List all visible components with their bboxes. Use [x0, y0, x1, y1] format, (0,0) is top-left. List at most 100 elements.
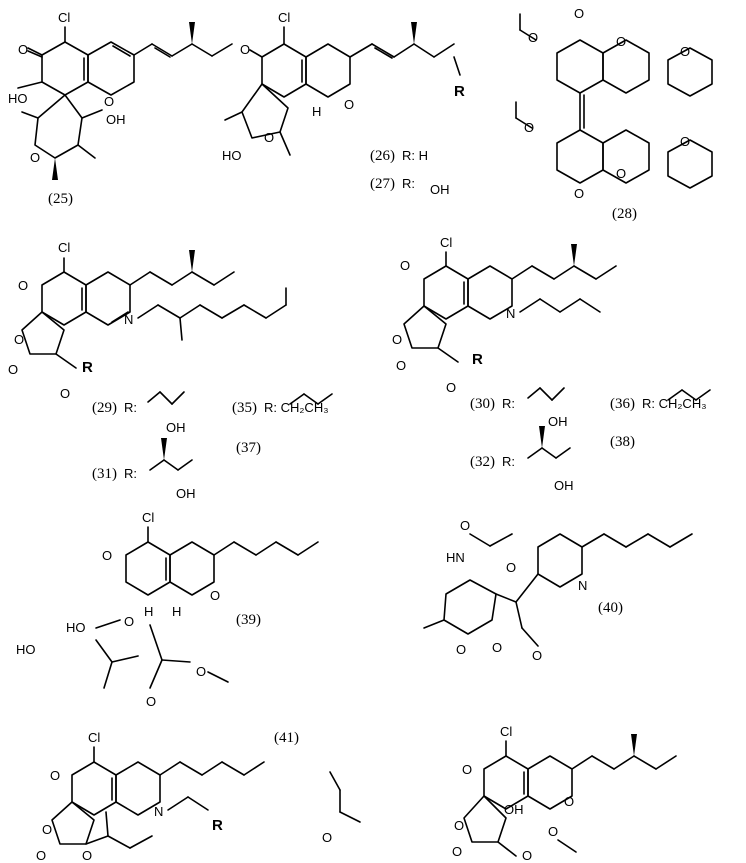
atom-o: O: [524, 120, 534, 135]
structure-26-27: Cl O O R H O HO (26) R: H (27) R: OH: [222, 10, 465, 197]
atom-n: N: [154, 804, 163, 819]
compound-label-34: (36): [610, 396, 635, 412]
r-group-27: R:: [402, 176, 415, 191]
atom-o: O: [264, 130, 274, 145]
atom-o: O: [492, 640, 502, 655]
atom-oh: OH: [106, 112, 126, 127]
atom-o: O: [146, 694, 156, 709]
structure-38: O HN O N O O O (40): [423, 518, 693, 663]
compound-label-35: (37): [236, 440, 261, 456]
r-group-31: R:: [124, 466, 137, 481]
compound-label-33: (35): [232, 400, 257, 416]
atom-o: O: [454, 818, 464, 833]
atom-o: O: [344, 97, 354, 112]
atom-o: O: [8, 362, 18, 377]
structure-39-40: Cl O N R O O O (41) O: [36, 730, 361, 863]
atom-o: O: [210, 588, 220, 603]
structure-30: Cl O N O O O R (30) R: OH (36) R: CH₂CH₃…: [392, 235, 711, 493]
r-group-29: R:: [124, 400, 137, 415]
atom-o: O: [102, 548, 112, 563]
atom-o: O: [532, 648, 542, 663]
compound-label-26: (26): [370, 148, 395, 164]
atom-cl: Cl: [278, 10, 290, 25]
atom-cl: Cl: [58, 240, 70, 255]
r-group-29-oh: OH: [166, 420, 186, 435]
atom-o: O: [616, 34, 626, 49]
r-group-34: R: CH₂CH₃: [642, 396, 707, 411]
atom-o: O: [522, 848, 532, 863]
r-group-26: R: H: [402, 148, 428, 163]
r-group-symbol: R: [212, 817, 223, 834]
r-group-symbol: R: [454, 83, 465, 100]
atom-ho: HO: [222, 148, 242, 163]
r-group-30: R:: [502, 396, 515, 411]
atom-o: O: [456, 642, 466, 657]
atom-cl: Cl: [58, 10, 70, 25]
r-group-27-oh: OH: [430, 182, 450, 197]
atom-o: O: [574, 186, 584, 201]
atom-ho: HO: [16, 642, 36, 657]
atom-o: O: [574, 6, 584, 21]
r-group-symbol: R: [82, 359, 93, 376]
atom-o: O: [446, 380, 456, 395]
structure-37: Cl O O O H H HO HO O O (39): [16, 510, 319, 709]
atom-o: O: [18, 278, 28, 293]
structure-28: O O O O O O O O (28): [515, 6, 713, 222]
atom-n: N: [506, 306, 515, 321]
atom-ho: HO: [8, 91, 28, 106]
compound-label-39: (41): [274, 730, 299, 746]
r-group-32-oh: OH: [554, 478, 574, 493]
atom-cl: Cl: [142, 510, 154, 525]
compound-label-37: (39): [236, 612, 261, 628]
atom-cl: Cl: [440, 235, 452, 250]
atom-n: N: [124, 312, 133, 327]
atom-o: O: [42, 822, 52, 837]
atom-n: N: [578, 578, 587, 593]
atom-o: O: [460, 518, 470, 533]
structure-41: Cl O O OH O O O O: [452, 724, 677, 863]
atom-o: O: [14, 332, 24, 347]
atom-o: O: [322, 830, 332, 845]
compound-label-27: (27): [370, 176, 395, 192]
structure-25: Cl O O HO OH O (25): [8, 10, 233, 207]
r-group-32: R:: [502, 454, 515, 469]
atom-o: O: [564, 794, 574, 809]
compound-label-30: (30): [470, 396, 495, 412]
atom-o: O: [50, 768, 60, 783]
compound-label-31: (31): [92, 466, 117, 482]
compound-label-36: (38): [610, 434, 635, 450]
atom-hn: HN: [446, 550, 465, 565]
atom-h: H: [172, 604, 181, 619]
atom-o: O: [196, 664, 206, 679]
compound-label-29: (29): [92, 400, 117, 416]
atom-o: O: [60, 386, 70, 401]
r-group-33: R: CH₂CH₃: [264, 400, 329, 415]
atom-o: O: [548, 824, 558, 839]
compound-label-25: (25): [48, 191, 73, 207]
atom-o: O: [36, 848, 46, 863]
compound-label-38: (40): [598, 600, 623, 616]
r-group-30-oh: OH: [548, 414, 568, 429]
atom-o: O: [400, 258, 410, 273]
atom-o: O: [30, 150, 40, 165]
r-group-symbol: R: [472, 351, 483, 368]
atom-o: O: [396, 358, 406, 373]
atom-o: O: [680, 134, 690, 149]
atom-o: O: [104, 94, 114, 109]
atom-o: O: [240, 42, 250, 57]
compound-label-28: (28): [612, 206, 637, 222]
atom-ho: HO: [66, 620, 86, 635]
atom-h: H: [144, 604, 153, 619]
atom-o: O: [616, 166, 626, 181]
atom-cl: Cl: [500, 724, 512, 739]
compound-label-32: (32): [470, 454, 495, 470]
atom-cl: Cl: [88, 730, 100, 745]
atom-o: O: [124, 614, 134, 629]
r-group-31-oh: OH: [176, 486, 196, 501]
atom-o: O: [462, 762, 472, 777]
structure-29: Cl O N O O O R (29) R: OH (35): [8, 240, 333, 501]
atom-o: O: [18, 42, 28, 57]
atom-oh: OH: [504, 802, 524, 817]
atom-o: O: [392, 332, 402, 347]
